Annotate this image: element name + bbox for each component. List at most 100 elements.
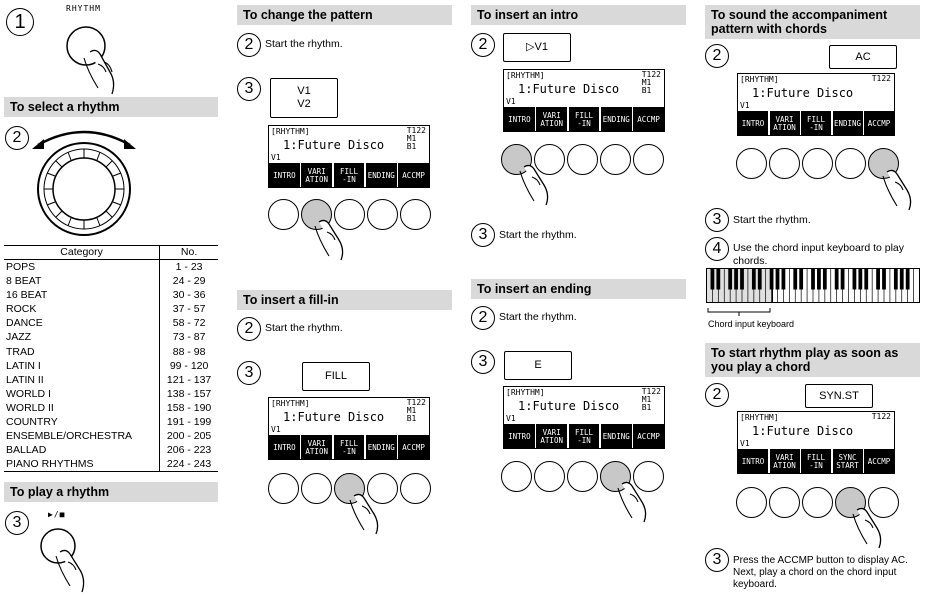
number-range-cell: 224 - 243 <box>159 457 218 473</box>
ending-sync-button[interactable] <box>600 144 631 175</box>
number-range-cell: 37 - 57 <box>159 302 218 317</box>
variation-button[interactable] <box>301 199 332 230</box>
intro-button[interactable] <box>736 487 767 518</box>
number-range-cell: 30 - 36 <box>159 288 218 303</box>
column-header-category: Category <box>4 245 160 260</box>
display-callout: V1 V2 <box>270 78 338 118</box>
lcd-soft-label: VARI ATION <box>536 424 568 448</box>
start-stop-button-press-illustration <box>40 528 85 593</box>
lcd-soft-label: INTRO <box>269 163 300 187</box>
lcd-rhythm-label: [RHYTHM] <box>271 127 310 136</box>
lcd-rhythm-label: [RHYTHM] <box>271 399 310 408</box>
change-pattern-header: To change the pattern <box>237 5 452 25</box>
panel-buttons <box>736 487 899 518</box>
lcd-variation: V1 <box>740 101 750 110</box>
category-cell: PIANO RHYTHMS <box>4 457 160 473</box>
intro-button[interactable] <box>501 461 532 492</box>
lcd-soft-label: INTRO <box>504 107 535 131</box>
lcd-soft-label: FILL -IN <box>568 424 600 448</box>
display-callout: ▷V1 <box>503 33 571 62</box>
fill-in-button[interactable] <box>567 461 598 492</box>
category-cell: 8 BEAT <box>6 275 42 288</box>
start-stop-label: ▶/■ <box>48 510 66 519</box>
variation-button[interactable] <box>301 473 332 504</box>
callout-text: V1 <box>297 85 311 97</box>
lcd-soft-label: ENDING <box>365 435 397 459</box>
ending-sync-button[interactable] <box>367 473 398 504</box>
category-cell: LATIN I <box>6 359 41 372</box>
lcd-soft-label: ACCMP <box>633 107 664 131</box>
play-rhythm-header: To play a rhythm <box>4 482 218 502</box>
keyboard-label: Chord input keyboard <box>708 319 795 329</box>
finger-press-icon <box>882 169 912 211</box>
dial-icon <box>32 130 136 236</box>
table-row: COUNTRY 191 - 199 <box>4 415 218 430</box>
variation-button[interactable] <box>769 487 800 518</box>
fill-in-button[interactable] <box>802 148 833 179</box>
lcd-measure: M1 <box>641 78 652 87</box>
black-key <box>817 268 821 290</box>
lcd-rhythm-label: [RHYTHM] <box>506 388 545 397</box>
finger-press-icon <box>852 507 882 549</box>
lcd-variation: V1 <box>506 97 516 106</box>
step-number: 2 <box>237 33 261 57</box>
fill-in-button[interactable] <box>802 487 833 518</box>
step-number: 2 <box>5 126 29 150</box>
black-key <box>769 268 774 290</box>
lcd-soft-label: VARI ATION <box>769 111 800 135</box>
step-number: 3 <box>5 511 29 535</box>
lcd-rhythm-label: [RHYTHM] <box>740 413 779 422</box>
category-cell: COUNTRY <box>6 416 58 429</box>
step-number: 1 <box>6 8 34 36</box>
lcd-beat: B1 <box>641 86 652 95</box>
instruction-text: Press the ACCMP button to display AC. Ne… <box>733 555 908 590</box>
finger-press-icon <box>349 493 379 535</box>
black-key <box>799 268 804 290</box>
panel-buttons <box>736 148 899 179</box>
fill-in-button[interactable] <box>334 473 365 504</box>
step-number: 3 <box>237 77 261 101</box>
step-number: 3 <box>237 361 261 385</box>
lcd-tempo: T122 <box>641 70 661 79</box>
intro-button[interactable] <box>268 473 299 504</box>
accmp-button[interactable] <box>633 144 664 175</box>
black-key <box>822 268 827 290</box>
accmp-button[interactable] <box>400 473 431 504</box>
intro-button[interactable] <box>736 148 767 179</box>
ending-sync-button[interactable] <box>835 148 866 179</box>
variation-button[interactable] <box>769 148 800 179</box>
lcd-rhythm-name: 1:Future Disco <box>752 424 854 438</box>
number-range-cell: 121 - 137 <box>159 372 218 387</box>
variation-button[interactable] <box>534 144 565 175</box>
display-callout: E <box>504 351 572 380</box>
rhythm-label: RHYTHM <box>66 4 101 13</box>
lcd-beat: B1 <box>641 403 652 412</box>
lcd-soft-label: INTRO <box>269 435 300 459</box>
step-number: 4 <box>705 237 729 261</box>
accmp-button[interactable] <box>633 461 664 492</box>
fill-in-button[interactable] <box>334 199 365 230</box>
variation-button[interactable] <box>534 461 565 492</box>
intro-button[interactable] <box>268 199 299 230</box>
number-range-cell: 191 - 199 <box>159 415 218 430</box>
accmp-button[interactable] <box>400 199 431 230</box>
panel-buttons <box>268 473 431 504</box>
lcd-variation: V1 <box>506 414 516 423</box>
accmp-button[interactable] <box>868 487 899 518</box>
fill-in-button[interactable] <box>567 144 598 175</box>
ending-sync-button[interactable] <box>367 199 398 230</box>
